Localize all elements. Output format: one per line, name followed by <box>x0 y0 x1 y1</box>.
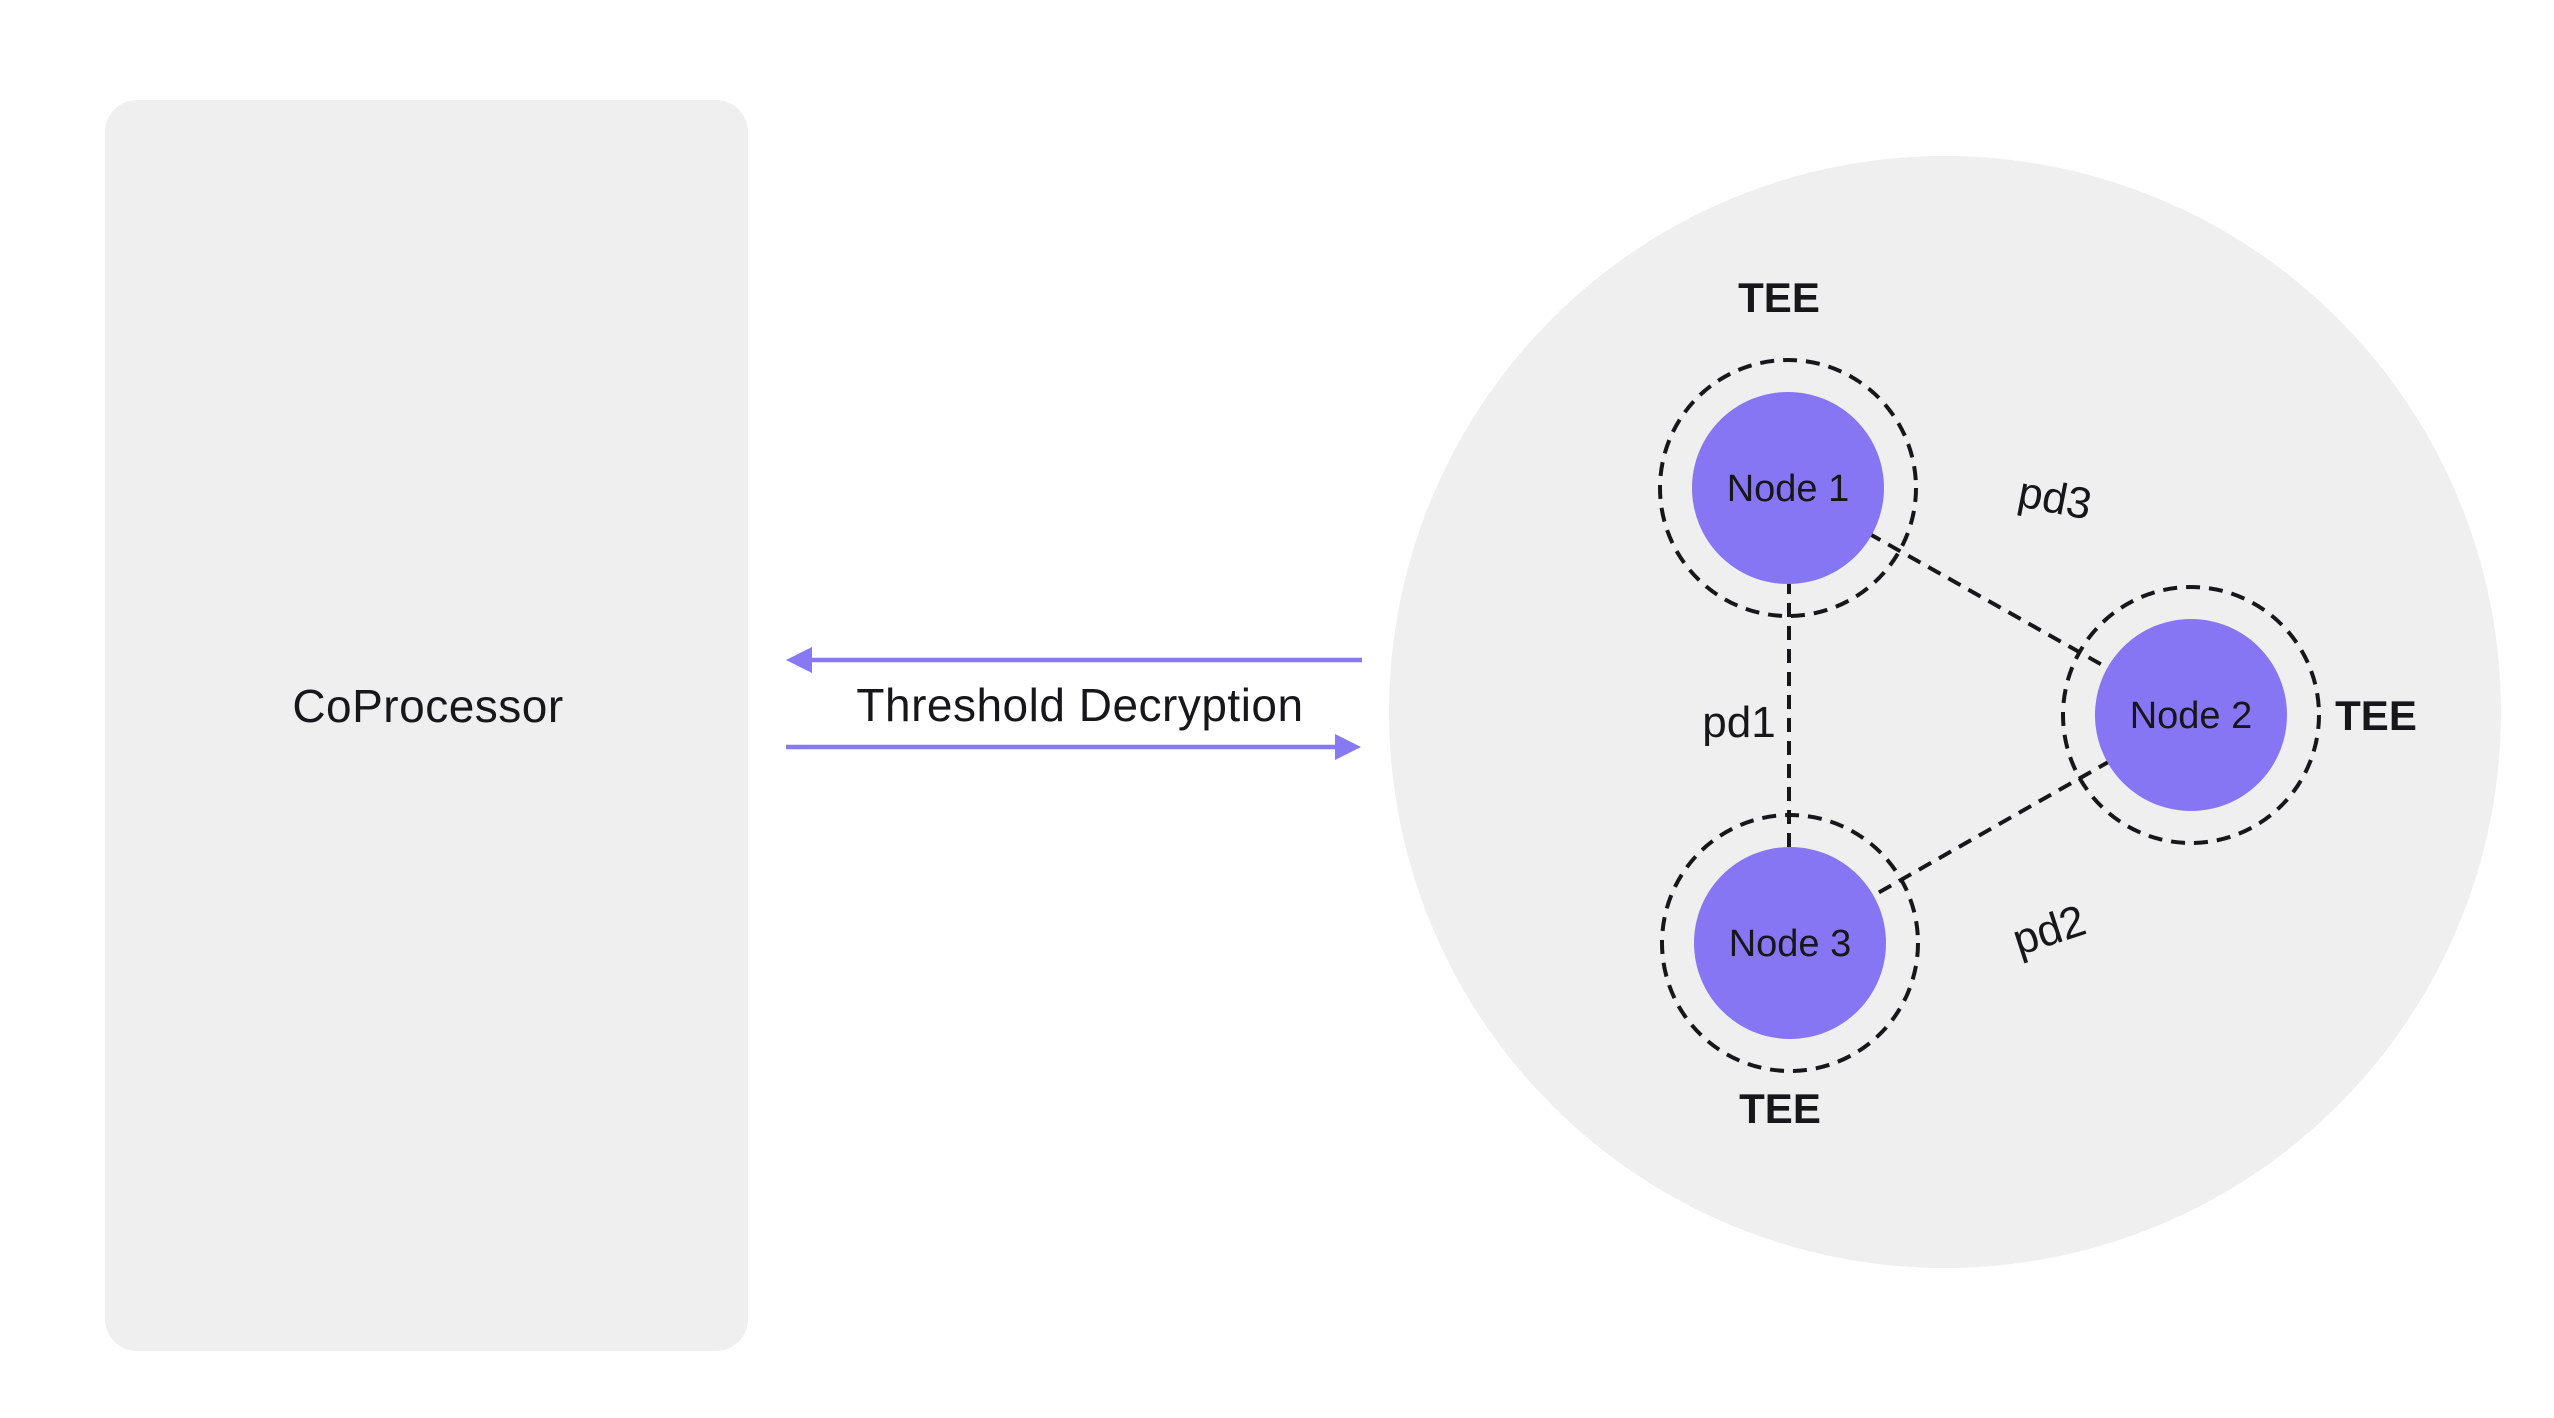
cluster-background-circle <box>1389 156 2501 1268</box>
node-1-tee-ring <box>1658 358 1918 618</box>
node-1: Node 1 TEE <box>1658 274 1918 618</box>
node-3-tee-ring <box>1660 813 1920 1073</box>
node-1-tee-label: TEE <box>1738 274 1820 321</box>
coprocessor-panel <box>105 100 748 1351</box>
node-cluster: Node 1 TEE Node 2 TEE Node 3 TEE pd1 pd2… <box>1389 156 2501 1268</box>
coprocessor-label: CoProcessor <box>292 680 563 732</box>
node-3: Node 3 TEE <box>1660 813 1920 1132</box>
threshold-decryption-link: Threshold Decryption <box>786 647 1362 760</box>
node-1-label: Node 1 <box>1727 468 1850 510</box>
node-2-label: Node 2 <box>2130 695 2253 737</box>
node-2-circle <box>2095 619 2287 811</box>
node-2-tee-label: TEE <box>2335 692 2417 739</box>
node-3-tee-label: TEE <box>1739 1085 1821 1132</box>
arrow-right-icon <box>1335 734 1361 760</box>
node-3-circle <box>1694 847 1886 1039</box>
arrow-left-icon <box>786 647 812 673</box>
node-2: Node 2 TEE <box>2061 585 2417 845</box>
node-1-circle <box>1692 392 1884 584</box>
edge-pd1-label: pd1 <box>1702 698 1775 747</box>
node-3-label: Node 3 <box>1729 923 1852 965</box>
node-2-tee-ring <box>2061 585 2321 845</box>
threshold-decryption-label: Threshold Decryption <box>856 679 1303 731</box>
